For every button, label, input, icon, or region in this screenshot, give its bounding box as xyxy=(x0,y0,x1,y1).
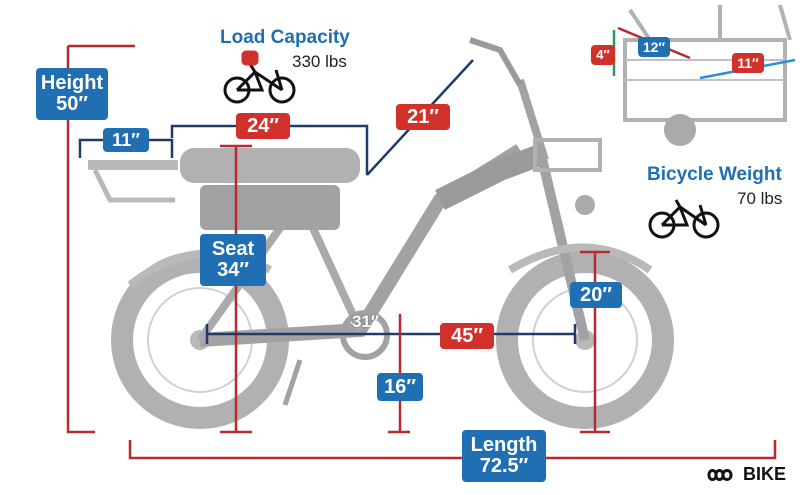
basket-inset xyxy=(623,4,792,146)
front-basket xyxy=(533,138,602,172)
wheelbase-label: 45″ xyxy=(440,323,494,349)
bicycle-weight-value: 70 lbs xyxy=(737,189,783,208)
bicycle-weight-title: Bicycle Weight xyxy=(647,164,782,185)
rear-rack xyxy=(88,160,178,170)
wheel-diameter-label: 20″ xyxy=(570,282,622,308)
basket-depth-label: 12″ xyxy=(638,37,670,57)
seat-height-label: Seat 34″ xyxy=(200,234,266,286)
load-capacity-title: Load Capacity xyxy=(220,27,350,48)
basket-height-label: 4″ xyxy=(591,45,615,65)
height-label: Height 50″ xyxy=(36,68,108,120)
length-label: Length 72.5″ xyxy=(462,430,546,482)
chainstay-text: JUNTOS xyxy=(290,311,334,323)
dimension-lines xyxy=(66,26,796,460)
front-wheel xyxy=(496,251,674,429)
ground-clearance-label: 16″ xyxy=(377,373,423,401)
seat-height-line xyxy=(220,144,252,434)
height-line xyxy=(66,44,135,434)
brand-logo: BIKE xyxy=(707,464,786,485)
basket-width-label: 11″ xyxy=(732,53,764,73)
load-capacity-bike-icon xyxy=(223,50,296,104)
frame-brand-text: GOBIKE xyxy=(429,232,472,292)
reach-label: 21″ xyxy=(396,104,450,130)
height-label-value: 50″ xyxy=(56,93,88,115)
seat xyxy=(180,148,360,183)
front-fork xyxy=(535,148,590,342)
seat-length-label: 24″ xyxy=(236,113,290,139)
load-capacity-value: 330 lbs xyxy=(292,52,347,71)
handlebar xyxy=(469,37,523,87)
length-line xyxy=(128,440,777,460)
bicycle-weight-bike-icon xyxy=(648,199,720,239)
height-label-title: Height xyxy=(40,72,104,94)
wheelbase-line xyxy=(205,324,577,344)
rack-length-label: 11″ xyxy=(103,128,149,152)
battery xyxy=(200,185,340,230)
brand-logo-text: BIKE xyxy=(742,464,786,484)
frame-31-label: 31″ xyxy=(352,312,380,331)
infinity-logo-icon xyxy=(707,468,733,481)
